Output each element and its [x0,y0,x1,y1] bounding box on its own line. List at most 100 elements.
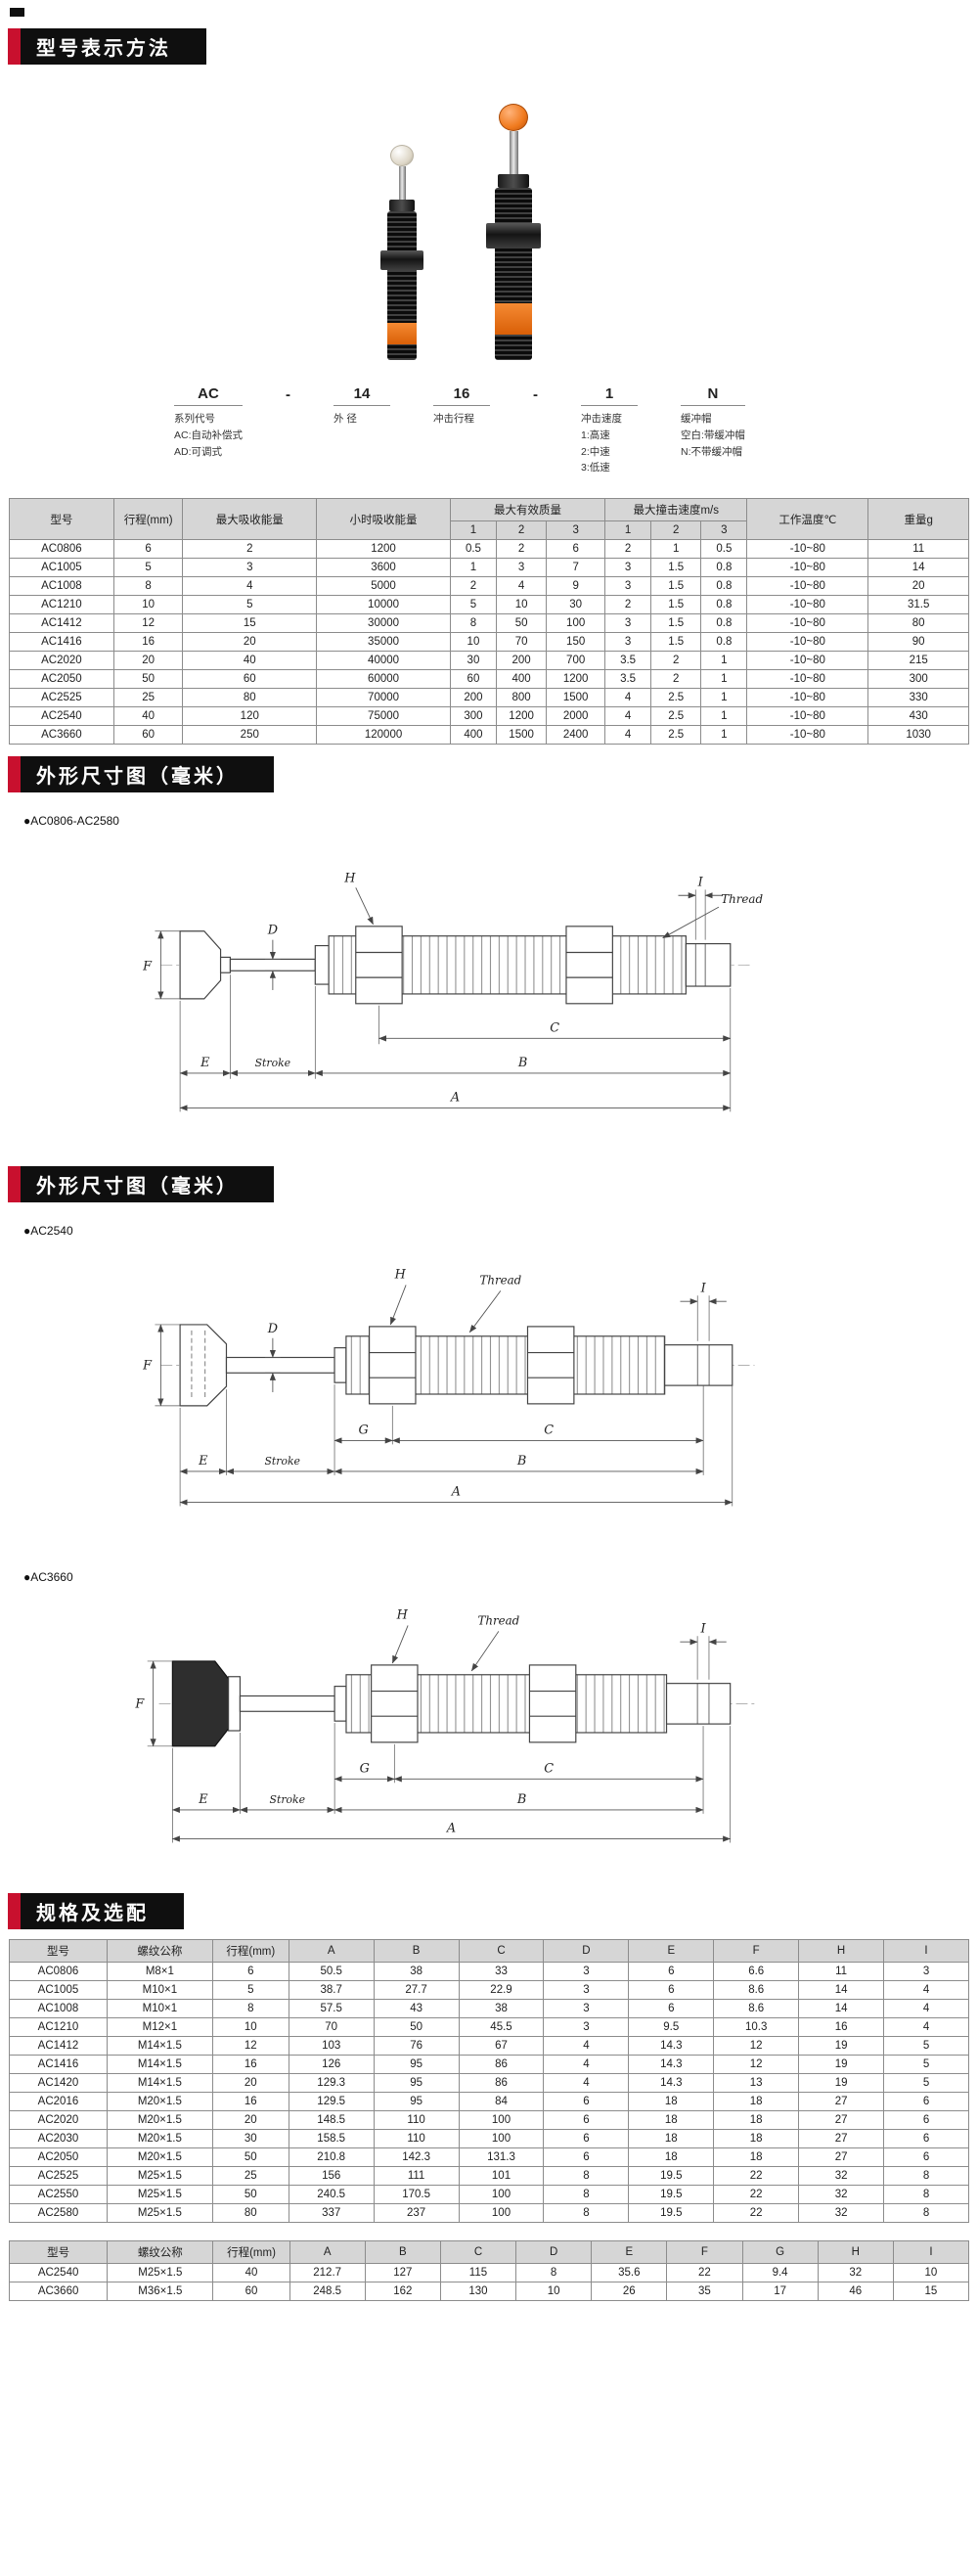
table-cell: 70 [495,632,548,653]
table-cell: 80 [867,613,969,634]
column-header: 工作温度℃ [746,498,869,541]
table-cell: 40 [182,651,318,671]
table-cell: -10~80 [746,688,869,708]
table-cell: 16 [211,2092,289,2112]
table-cell: 8 [543,2166,630,2187]
dim-label-d: D [267,1322,278,1336]
banner-red-accent [8,28,21,65]
table-cell: AC2050 [9,2147,108,2168]
table-cell: 3 [883,1962,969,1982]
table-cell: 200 [495,651,548,671]
table-cell: 2 [604,595,652,615]
banner-red-accent [8,756,21,793]
table-cell: 5000 [316,576,451,597]
table-cell: 16 [112,632,184,653]
dimension-lines [157,887,732,1111]
table-cell: 0.8 [700,576,748,597]
table-cell: 3 [543,1980,630,2001]
table-cell: AC1008 [9,1999,108,2019]
section-banner-dimensions-2: 外形尺寸图（毫米） [8,1166,970,1203]
table-cell: 20 [211,2073,289,2094]
column-header: 螺纹公称 [106,1939,213,1964]
table-cell: AC2020 [9,2110,108,2131]
column-header: F [666,2240,743,2265]
dim-label-thread: Thread [479,1274,521,1288]
dim-label-i: I [700,1282,707,1296]
table-cell: 6 [543,2129,630,2149]
table-cell: 8 [883,2166,969,2187]
table-cell: M12×1 [106,2017,213,2038]
table-cell: AC2030 [9,2129,108,2149]
hex-nut [486,223,541,249]
table-cell: 5 [112,558,184,578]
table-cell: M14×1.5 [106,2055,213,2075]
table-cell: 18 [628,2092,715,2112]
column-header: E [628,1939,715,1964]
table-cell: 10.3 [713,2017,800,2038]
column-header: 螺纹公称 [107,2240,214,2265]
table-cell: 110 [373,2110,460,2131]
table-cell: 14 [798,1980,885,2001]
model-code-cap-option: N 缓冲帽 空白:带缓冲帽 N:不带缓冲帽 [681,385,745,460]
column-header: C [439,2240,517,2265]
table-cell: 130 [439,2282,517,2302]
table-cell: 6 [628,1962,715,1982]
code-desc-line: 冲击速度 [581,413,623,425]
table-cell: 38.7 [288,1980,375,2001]
table-cell: 1 [700,706,748,727]
stop-collar [498,174,529,188]
table-cell: 5 [182,595,318,615]
table-cell: 1030 [867,725,969,746]
table-cell: 156 [288,2166,375,2187]
dim-label-stroke: Stroke [270,1793,305,1806]
dimension-drawing-ac0806-ac2580: F D H Thread I C E Stroke B A [142,872,763,1112]
table-cell: 6 [543,2110,630,2131]
table-cell: 14.3 [628,2055,715,2075]
table-cell: 22 [713,2185,800,2205]
table-cell: M14×1.5 [106,2073,213,2094]
table-cell: AC2525 [9,688,114,708]
table-cell: 15 [182,613,318,634]
section-title: 型号表示方法 [21,28,206,65]
table-cell: 3 [495,558,548,578]
table-cell: 9 [546,576,606,597]
table-cell: 100 [458,2110,545,2131]
table-cell: 35.6 [591,2263,668,2283]
table-cell: 80 [211,2203,289,2224]
table-cell: 18 [628,2147,715,2168]
table-cell: 127 [364,2263,441,2283]
table-cell: 8 [112,576,184,597]
column-header: 行程(mm) [212,2240,290,2265]
table-cell: 19.5 [628,2166,715,2187]
code-impact-speed: 1 [581,385,639,406]
table-cell: 3 [543,1962,630,1982]
table-cell: -10~80 [746,632,869,653]
dimension-drawing-ac2540: F D H Thread I G C E Stroke B A [142,1268,755,1507]
table-cell: 6 [112,539,184,560]
dim-label-stroke: Stroke [264,1455,300,1468]
table-cell: -10~80 [746,558,869,578]
extension-lines [155,1295,734,1507]
table-cell: 212.7 [289,2263,366,2283]
piston-rod [509,131,518,174]
table-cell: 1 [700,725,748,746]
table-cell: 17 [741,2282,819,2302]
table-cell: AC2540 [8,2263,109,2283]
dim-label-e: E [198,1792,208,1807]
table-cell: 18 [713,2129,800,2149]
code-desc-line: AD:可调式 [174,445,223,458]
table-cell: 11 [867,539,969,560]
dim-label-b: B [516,1454,526,1469]
table-cell: 1200 [495,706,548,727]
orange-label-band [495,303,532,335]
table-cell: 2 [495,539,548,560]
buffer-cap-orange [499,104,528,131]
table-cell: 50 [211,2185,289,2205]
